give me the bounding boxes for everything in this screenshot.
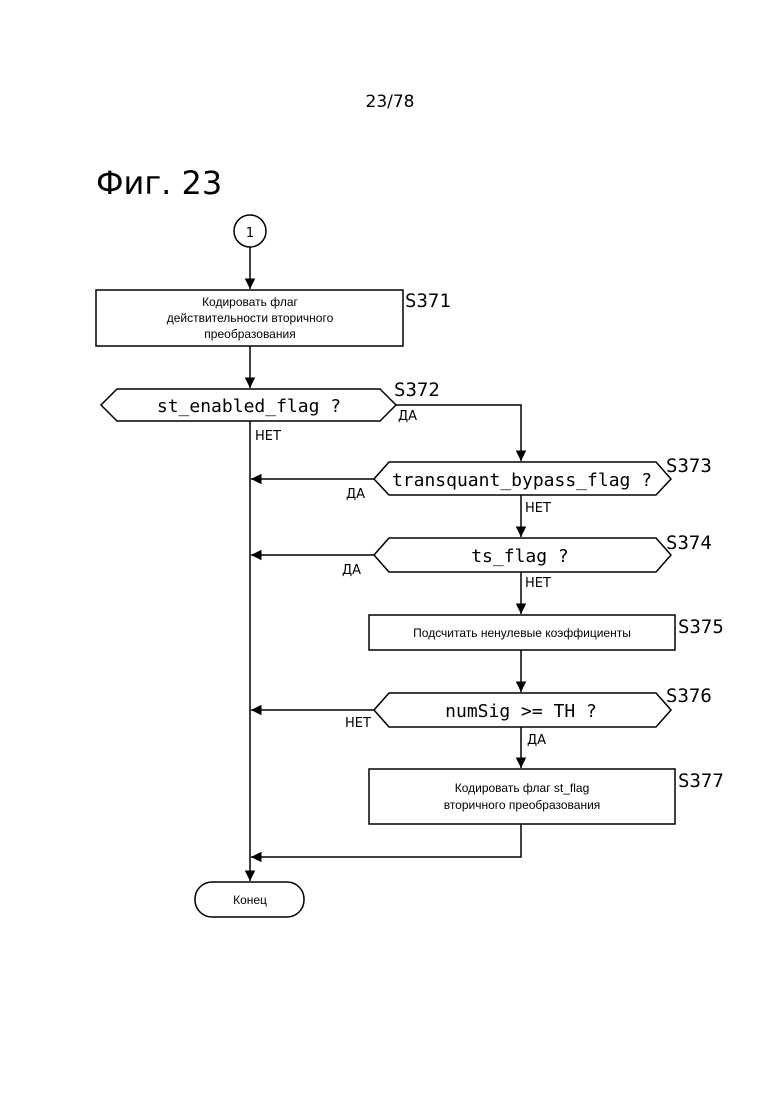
step-label-s375: S375: [678, 616, 724, 638]
process-box-s371: Кодировать флаг действительности вторичн…: [96, 290, 403, 346]
start-connector: 1: [234, 215, 266, 247]
s372-no-label: НЕТ: [255, 429, 281, 444]
process-box-s377: Кодировать флаг st_flag вторичного преоб…: [369, 769, 675, 824]
s374-yes-label: ДА: [342, 563, 361, 578]
process-box-s375: Подсчитать ненулевые коэффициенты: [369, 615, 675, 650]
decision-s372: st_enabled_flag ?: [101, 389, 396, 421]
step-label-s376: S376: [666, 685, 712, 707]
decision-s376: numSig >= TH ?: [374, 693, 671, 727]
s371-line-1: Кодировать флаг: [202, 295, 298, 309]
step-label-s373: S373: [666, 455, 712, 477]
step-label-s377: S377: [678, 770, 724, 792]
decision-s373: transquant_bypass_flag ?: [374, 462, 671, 495]
s374-condition: ts_flag ?: [471, 546, 569, 567]
s375-text: Подсчитать ненулевые коэффициенты: [413, 626, 631, 640]
connector-label: 1: [246, 226, 254, 241]
s372-yes-label: ДА: [398, 409, 417, 424]
step-label-s374: S374: [666, 532, 712, 554]
s372-condition: st_enabled_flag ?: [157, 396, 341, 417]
s374-no-label: НЕТ: [525, 576, 551, 591]
step-label-s372: S372: [394, 379, 440, 401]
s373-condition: transquant_bypass_flag ?: [392, 470, 652, 491]
s371-line-3: преобразования: [204, 327, 295, 341]
s376-condition: numSig >= TH ?: [445, 701, 597, 722]
s373-yes-label: ДА: [346, 487, 365, 502]
decision-s374: ts_flag ?: [374, 538, 671, 572]
s376-no-label: НЕТ: [345, 716, 371, 731]
flow-arrow: [251, 824, 521, 857]
s376-yes-label: ДА: [527, 733, 546, 748]
end-label: Конец: [233, 893, 267, 907]
step-label-s371: S371: [405, 290, 451, 312]
s371-line-2: действительности вторичного: [167, 311, 334, 325]
s377-line-1: Кодировать флаг st_flag: [455, 781, 590, 795]
end-terminator: Конец: [195, 882, 304, 917]
s373-no-label: НЕТ: [525, 501, 551, 516]
s377-line-2: вторичного преобразования: [444, 798, 601, 812]
